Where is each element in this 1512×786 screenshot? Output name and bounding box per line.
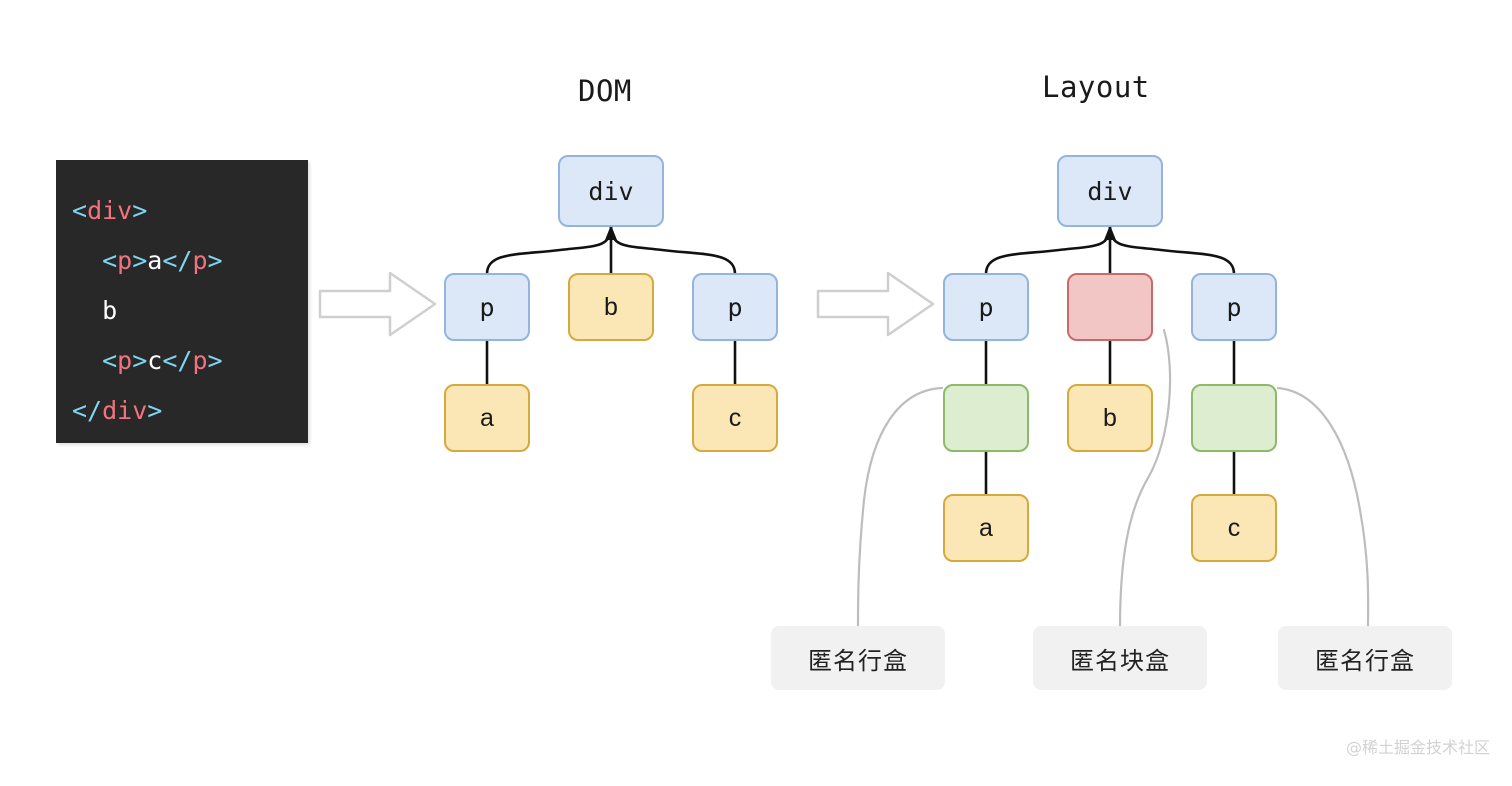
code-token-br: >	[132, 246, 148, 275]
code-token-tag: div	[102, 396, 148, 425]
code-indent	[72, 236, 102, 286]
code-line: <div>	[72, 186, 308, 236]
code-token-br: >	[207, 246, 223, 275]
annotation-anonymous-block: 匿名块盒	[1033, 626, 1207, 690]
code-indent	[72, 286, 102, 336]
leader-anonline-right	[1276, 386, 1370, 630]
edge-dom-div-p1	[485, 225, 613, 276]
layout-node-text-a[interactable]: a	[943, 494, 1029, 562]
code-token-tag: div	[87, 196, 133, 225]
code-token-br: </	[72, 396, 103, 425]
code-line: </div>	[72, 386, 308, 436]
layout-node-p-second[interactable]: p	[1191, 273, 1277, 341]
dom-node-p-first[interactable]: p	[444, 273, 530, 341]
dom-node-div[interactable]: div	[558, 155, 664, 227]
layout-node-p-first[interactable]: p	[943, 273, 1029, 341]
code-token-br: <	[102, 346, 118, 375]
arrow-code-to-dom	[318, 271, 437, 337]
code-token-br: <	[72, 196, 88, 225]
watermark: @稀土掘金技术社区	[1345, 738, 1490, 757]
code-line: <p>a</p>	[72, 236, 308, 286]
code-token-br: >	[132, 196, 148, 225]
code-line: b	[72, 286, 308, 336]
code-token-br: >	[147, 396, 163, 425]
code-token-txt: a	[147, 246, 163, 275]
html-code-block: <div> <p>a</p> b <p>c</p> </div>	[56, 160, 308, 443]
code-token-txt: b	[102, 296, 118, 325]
code-token-tag: p	[117, 346, 133, 375]
dom-node-text-c[interactable]: c	[692, 384, 778, 452]
edge-lay-div-p2	[1108, 225, 1236, 276]
layout-node-text-b[interactable]: b	[1067, 384, 1153, 452]
dom-node-text-a[interactable]: a	[444, 384, 530, 452]
code-token-tag: p	[192, 246, 208, 275]
leader-anonblock-middle	[1118, 328, 1172, 630]
layout-node-anonymous-line-left[interactable]	[943, 384, 1029, 452]
annotation-anonymous-line-left: 匿名行盒	[771, 626, 945, 690]
code-token-br: >	[207, 346, 223, 375]
layout-node-text-c[interactable]: c	[1191, 494, 1277, 562]
code-token-txt: c	[147, 346, 163, 375]
leader-anonline-left	[856, 386, 944, 630]
code-token-br: </	[162, 246, 193, 275]
annotation-anonymous-line-right: 匿名行盒	[1278, 626, 1452, 690]
edge-dom-arrowhead	[605, 225, 617, 240]
edge-lay-div-p1	[984, 225, 1112, 276]
layout-node-anonymous-line-right[interactable]	[1191, 384, 1277, 452]
dom-node-p-second[interactable]: p	[692, 273, 778, 341]
edge-dom-div-p2	[609, 225, 737, 276]
code-token-tag: p	[117, 246, 133, 275]
code-indent	[72, 336, 102, 386]
code-token-br: >	[132, 346, 148, 375]
dom-section-title: DOM	[578, 74, 632, 108]
layout-node-div[interactable]: div	[1057, 155, 1163, 227]
code-token-br: </	[162, 346, 193, 375]
layout-section-title: Layout	[1042, 70, 1150, 104]
edge-lay-arrowhead	[1104, 225, 1116, 240]
layout-node-anonymous-block[interactable]	[1067, 273, 1153, 341]
arrow-dom-to-layout	[816, 271, 935, 337]
code-token-br: <	[102, 246, 118, 275]
dom-node-text-b[interactable]: b	[568, 273, 654, 341]
code-line: <p>c</p>	[72, 336, 308, 386]
code-token-tag: p	[192, 346, 208, 375]
